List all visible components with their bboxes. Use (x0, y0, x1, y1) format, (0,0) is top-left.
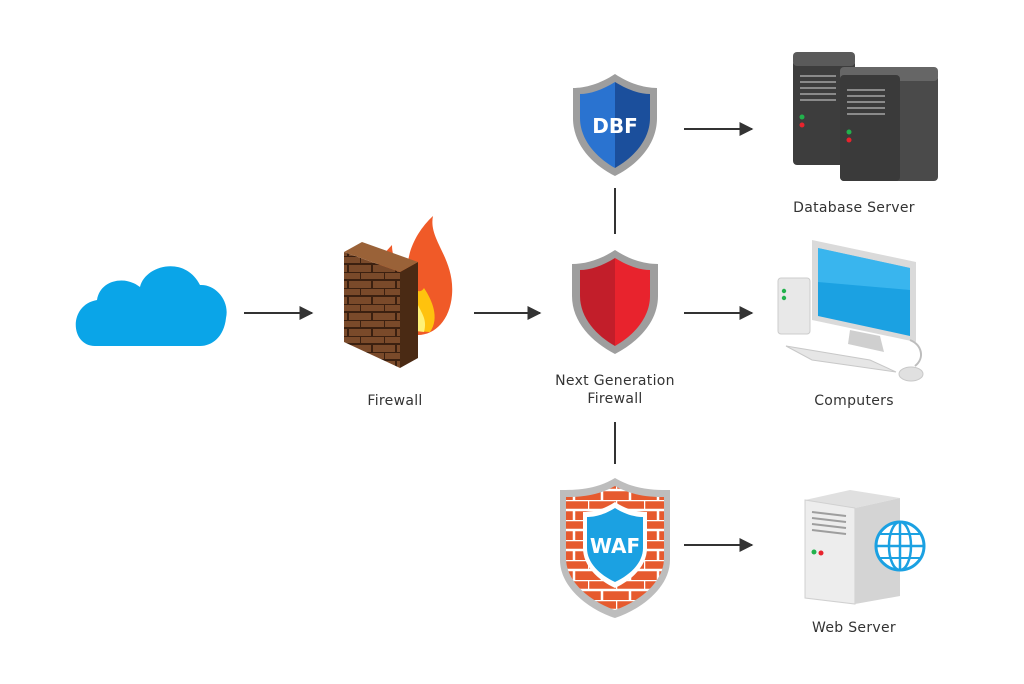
ngfw-label: Next Generation Firewall (535, 372, 695, 408)
computers-label: Computers (814, 393, 894, 409)
dbf-badge: DBF (592, 114, 638, 138)
database-server-icon (793, 52, 938, 181)
ngfw-label-line2: Firewall (587, 391, 643, 407)
web-server-label: Web Server (812, 620, 896, 636)
ngfw-shield-icon (572, 250, 658, 354)
waf-shield-icon: WAF (560, 478, 670, 618)
waf-badge: WAF (590, 534, 640, 558)
ngfw-label-line1: Next Generation (555, 373, 675, 389)
globe-icon (874, 520, 926, 572)
dbf-shield-icon: DBF (573, 74, 657, 176)
brick-firewall-icon (344, 216, 453, 368)
cloud-icon (75, 266, 227, 346)
computer-icon (777, 240, 924, 382)
firewall-label: Firewall (367, 393, 423, 409)
database-server-label: Database Server (793, 200, 915, 216)
